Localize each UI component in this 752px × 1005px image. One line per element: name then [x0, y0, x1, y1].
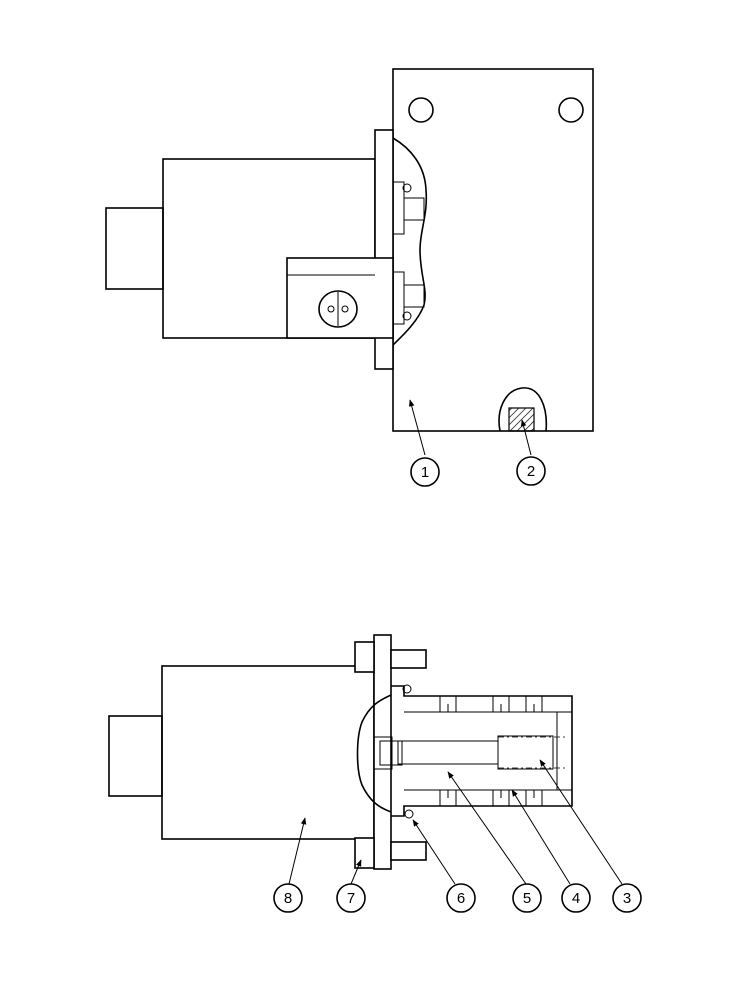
- plunger: [497, 735, 554, 770]
- plug-hatched: [508, 407, 535, 432]
- connector: [105, 207, 164, 290]
- svg-text:5: 5: [523, 890, 531, 907]
- mounting-hole-left: [408, 97, 434, 123]
- svg-text:1: 1: [421, 464, 429, 481]
- svg-text:8: 8: [284, 890, 292, 907]
- o-ring-seals-lower: [439, 789, 543, 807]
- cutaway-edge: [392, 137, 428, 346]
- o-ring-upper: [402, 684, 412, 694]
- callout-2: 2: [516, 456, 546, 486]
- o-ring-seals-upper: [439, 695, 543, 713]
- mounting-hole-right: [558, 97, 584, 123]
- callout-6: 6: [446, 883, 476, 913]
- callout-1: 1: [410, 457, 440, 487]
- spool: [397, 740, 499, 765]
- callout-3: 3: [612, 883, 642, 913]
- svg-text:7: 7: [347, 890, 355, 907]
- cartridge-body: [391, 685, 573, 817]
- mounting-flange: [373, 634, 392, 870]
- callout-7: 7: [336, 883, 366, 913]
- svg-text:6: 6: [457, 890, 465, 907]
- plug-cutaway: [498, 387, 548, 432]
- o-ring-lower: [404, 809, 414, 819]
- svg-text:4: 4: [572, 890, 580, 907]
- callout-4: 4: [561, 883, 591, 913]
- solenoid-body: [161, 665, 375, 840]
- callout-8: 8: [273, 883, 303, 913]
- manifold-block: [392, 68, 594, 432]
- connector: [108, 715, 163, 797]
- svg-text:2: 2: [527, 463, 535, 480]
- callout-5: 5: [512, 883, 542, 913]
- manual-override-knob: [318, 290, 358, 328]
- bottom-view: 8 7 6 5 4 3: [108, 634, 642, 913]
- top-view: 1 2: [105, 68, 594, 487]
- manual-override-housing: [286, 257, 394, 339]
- svg-text:3: 3: [623, 890, 631, 907]
